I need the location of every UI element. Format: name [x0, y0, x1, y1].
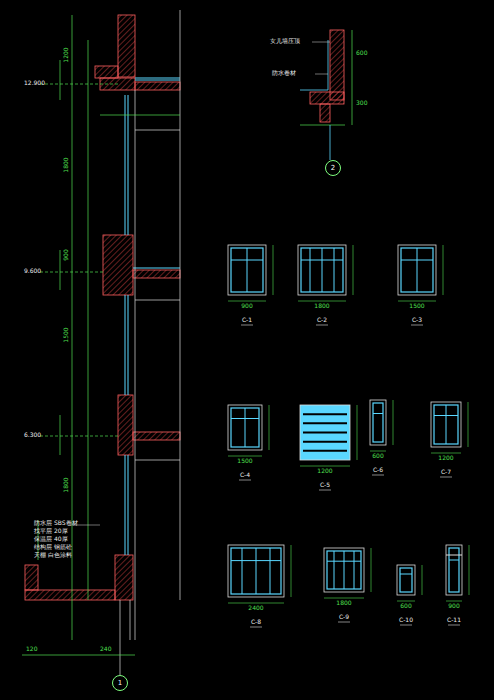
dimension-text: 600 — [356, 50, 367, 56]
window — [324, 548, 371, 622]
parapet-detail — [310, 30, 344, 122]
window — [228, 405, 269, 480]
window — [300, 405, 357, 490]
annotation: C-3 — [412, 317, 422, 323]
annotation: 6.300 — [24, 432, 41, 438]
window — [228, 545, 291, 627]
annotation: 保温层 40厚 — [34, 536, 68, 542]
dimension-text: 1800 — [314, 303, 329, 309]
window — [398, 245, 443, 325]
glass-and-insulation — [125, 78, 180, 555]
annotation: 12.900 — [24, 80, 45, 86]
dimension-text: 900 — [448, 603, 459, 609]
dimension-lines — [22, 15, 352, 655]
annotation: C-8 — [251, 619, 261, 625]
annotation: C-4 — [240, 472, 250, 478]
dimension-text: 900 — [241, 303, 252, 309]
annotation: 防水卷材 — [272, 70, 296, 76]
annotation: 防水层 SBS卷材 — [34, 520, 78, 526]
annotation: C-7 — [441, 469, 451, 475]
annotation: C-10 — [399, 617, 413, 623]
dimension-text: 900 — [63, 249, 69, 260]
window — [228, 245, 273, 325]
dimension-text: 240 — [100, 646, 111, 652]
leaders — [70, 42, 330, 525]
dimension-text: 300 — [356, 100, 367, 106]
dimension-text: 1500 — [409, 303, 424, 309]
window-elevations — [228, 245, 469, 627]
dimension-text: 1200 — [438, 455, 453, 461]
outlines — [120, 10, 180, 675]
wall-section — [25, 15, 180, 600]
window — [431, 402, 468, 477]
annotation: C-11 — [447, 617, 461, 623]
annotation: C-1 — [242, 317, 252, 323]
annotation: 天棚 白色涂料 — [34, 552, 72, 558]
dimension-text: 1500 — [63, 327, 69, 342]
dimension-text: 1800 — [63, 477, 69, 492]
annotation: 结构层 钢筋砼 — [34, 544, 72, 550]
window — [298, 245, 353, 325]
dimension-text: 600 — [372, 453, 383, 459]
window — [397, 565, 422, 625]
annotation: 9.600 — [24, 268, 41, 274]
dimension-text: 2400 — [248, 605, 263, 611]
dimension-text: 1200 — [317, 468, 332, 474]
section-number: 1 — [118, 679, 122, 687]
annotation: C-2 — [317, 317, 327, 323]
window — [446, 545, 469, 625]
annotation: C-5 — [320, 482, 330, 488]
annotation: 找平层 20厚 — [34, 528, 68, 534]
annotation: 女儿墙压顶 — [270, 38, 300, 44]
section-number: 2 — [331, 164, 335, 172]
dimension-text: 1500 — [237, 458, 252, 464]
section-marker: 1 — [112, 675, 128, 691]
parapet-detail-lines — [300, 40, 330, 160]
dimension-text: 1800 — [336, 600, 351, 606]
dimension-text: 120 — [26, 646, 37, 652]
dimension-text: 1800 — [63, 157, 69, 172]
dimension-text: 600 — [400, 603, 411, 609]
dimension-text: 1200 — [63, 47, 69, 62]
annotation: C-9 — [339, 614, 349, 620]
section-marker: 2 — [325, 160, 341, 176]
window — [370, 400, 393, 475]
annotation: C-6 — [373, 467, 383, 473]
